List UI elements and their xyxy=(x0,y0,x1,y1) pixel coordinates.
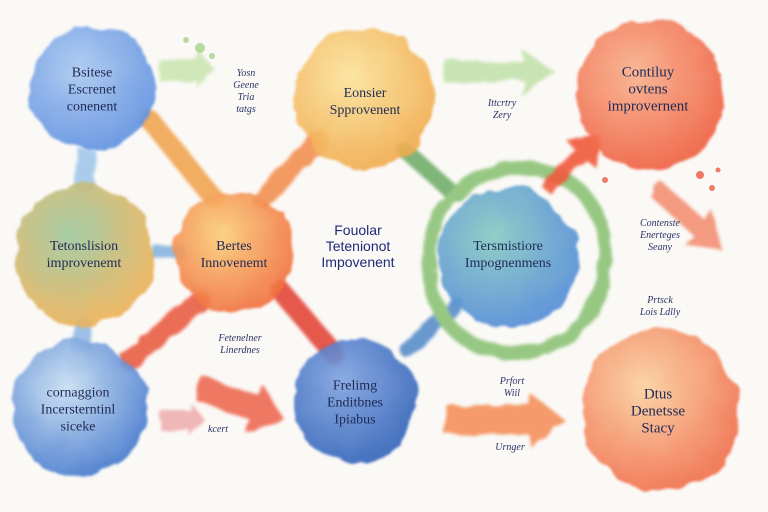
node-label-n2: Eonsier Spprovenent xyxy=(329,86,401,118)
connector-n5-n8 xyxy=(270,280,345,365)
annotation-a4: Prtsck Lois Ldlly xyxy=(639,295,681,318)
node-label-n4: Tetonslision improvenemt xyxy=(46,239,122,271)
annotation-a6: Prfort Wiil xyxy=(499,376,525,399)
node-n9 xyxy=(580,330,740,490)
node-n1 xyxy=(30,26,154,150)
paint-splatter xyxy=(709,185,715,191)
arrow-top-left-green xyxy=(160,48,215,88)
arrow-from-n3 xyxy=(650,180,722,250)
connector-n1-n5 xyxy=(140,110,225,210)
annotation-a2: Ittcrtry Zery xyxy=(487,98,517,121)
node-n3 xyxy=(575,20,725,170)
node-label-n7: cornaggion Incersterntinl siceke xyxy=(40,385,116,435)
arrow-bottom-orange xyxy=(445,393,565,447)
connector-n2-n6 xyxy=(397,142,463,203)
paint-splatter xyxy=(602,177,608,183)
annotation-a3: Contenste Enerteges Seany xyxy=(640,218,680,253)
arrow-top-green xyxy=(445,48,555,95)
arrow-n7-right xyxy=(160,402,205,438)
annotation-a7: kcert xyxy=(208,424,228,435)
connector-n5-n7 xyxy=(120,290,210,370)
node-n8 xyxy=(293,338,417,462)
connector-n5-n2 xyxy=(253,131,329,209)
node-n6 xyxy=(438,188,578,328)
arrow-bottom-red xyxy=(195,375,285,432)
node-label-n9: Dtus Denetsse Stacy xyxy=(630,386,686,437)
paint-splatter xyxy=(209,53,215,59)
paint-splatter xyxy=(715,167,721,173)
node-label-n6: Tersmistiore Impognenmens xyxy=(464,239,552,271)
node-label-n3: Contiluy ovtens improvernent xyxy=(607,64,689,115)
annotation-a1: Yosn Geene Tria tatgs xyxy=(233,68,259,115)
paint-splatter xyxy=(696,171,704,179)
node-label-n8: Frelimg Enditbnes Ipiabus xyxy=(327,378,383,428)
node-label-n1: Bsitese Escrenet conenent xyxy=(66,65,118,115)
node-n5 xyxy=(174,192,294,312)
annotation-a5: Fetenelner Linerdnes xyxy=(218,333,262,356)
connectors xyxy=(73,110,613,370)
node-n4 xyxy=(14,185,154,325)
node-label-n5: Bertes Innovenemt xyxy=(200,239,268,271)
arrows xyxy=(160,48,722,447)
nodes xyxy=(12,20,740,490)
cycle-ring xyxy=(422,161,613,360)
paint-splatter xyxy=(183,37,189,43)
connector-n1-n4 xyxy=(73,148,97,192)
annotation-a8: Urnger xyxy=(495,442,525,453)
paint-splatter xyxy=(195,43,205,53)
arrow-to-n3 xyxy=(540,135,600,195)
node-n7 xyxy=(12,340,148,476)
center-title: Fouolar Tetenionot Impovenent xyxy=(321,222,395,270)
node-n2 xyxy=(295,28,435,168)
